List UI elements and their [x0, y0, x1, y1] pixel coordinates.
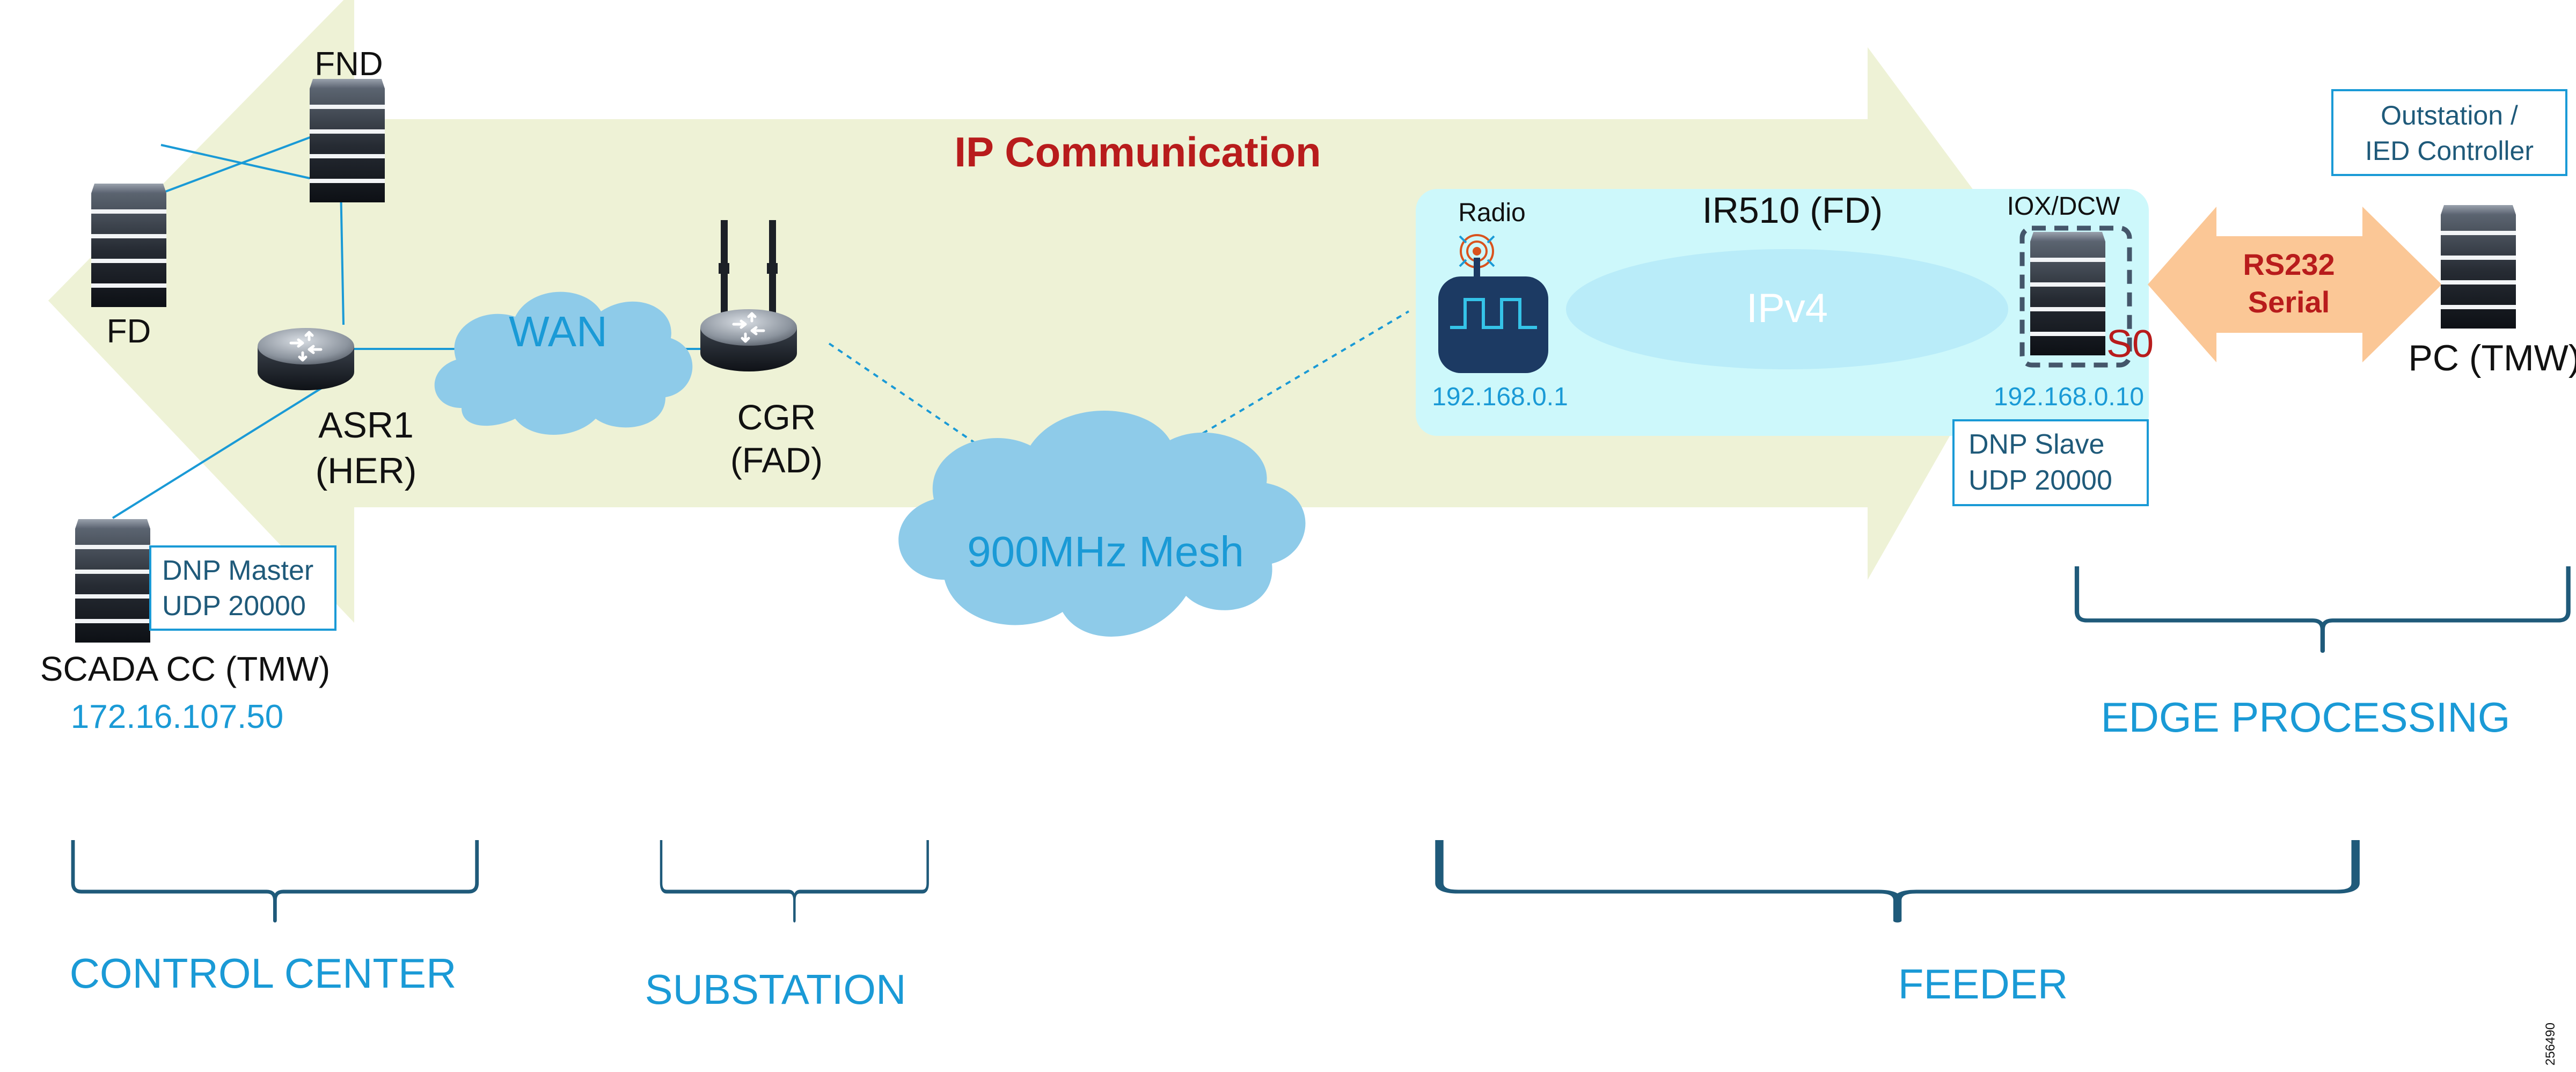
pc-server-icon: [2441, 205, 2516, 329]
ipv4-label: IPv4: [1746, 286, 1828, 331]
scada-server-icon: [75, 519, 150, 643]
section-edge-processing: EDGE PROCESSING: [2101, 694, 2511, 741]
banner-title: IP Communication: [954, 128, 1321, 176]
dnp-master-box: [149, 545, 336, 631]
dnp-slave-line1: DNP Slave: [1968, 429, 2104, 460]
wan-label: WAN: [509, 308, 608, 355]
asr1-router-icon: [258, 328, 354, 390]
serial-line1: RS232: [2243, 247, 2334, 281]
serial-line2: Serial: [2248, 285, 2330, 319]
fd-server-icon: [91, 184, 166, 307]
substation-brace: [661, 840, 928, 921]
radio-icon: [1438, 234, 1548, 373]
iox-dashed-frame: [2019, 225, 2132, 368]
radio-ip: 192.168.0.1: [1432, 383, 1568, 411]
radio-label: Radio: [1458, 199, 1525, 227]
iox-server-icon: [2030, 232, 2105, 355]
section-substation: SUBSTATION: [645, 966, 906, 1013]
dnp-slave-box: [1952, 419, 2149, 506]
ip-communication-arrow-body: [48, 0, 2039, 623]
mesh-label: 900MHz Mesh: [967, 528, 1244, 575]
wan-cloud: [434, 291, 693, 435]
scada-ip: 172.16.107.50: [71, 698, 284, 735]
control-center-brace: [73, 840, 477, 921]
iox-ip: 192.168.0.10: [1994, 383, 2144, 411]
scada-label: SCADA CC (TMW): [40, 650, 330, 688]
section-control-center: CONTROL CENTER: [70, 950, 457, 997]
port-s0: S0: [2106, 323, 2154, 366]
edge-processing-brace: [2077, 566, 2568, 651]
ir510-title: IR510 (FD): [1702, 190, 1883, 231]
rs232-serial-arrow: [2148, 207, 2442, 362]
asr-label-line2: (HER): [316, 450, 417, 491]
iox-label: IOX/DCW: [2007, 192, 2120, 221]
dnp-master-line1: DNP Master: [162, 555, 313, 586]
cgr-router-icon: [700, 220, 797, 371]
outstation-box: [2331, 89, 2567, 176]
outstation-line1: Outstation /: [2381, 100, 2518, 130]
feeder-brace: [1439, 840, 2355, 921]
fnd-label: FND: [314, 46, 383, 83]
outstation-line2: IED Controller: [2365, 136, 2534, 166]
ipv4-ellipse: [1566, 249, 2008, 369]
dnp-master-line2: UDP 20000: [162, 590, 306, 622]
section-feeder: FEEDER: [1898, 960, 2068, 1008]
fnd-server-icon: [310, 79, 385, 202]
mesh-cloud: [898, 411, 1306, 637]
asr-label-line1: ASR1: [318, 405, 414, 446]
dnp-slave-line2: UDP 20000: [1968, 465, 2112, 496]
cgr-label-line1: CGR: [737, 397, 816, 437]
pc-label: PC (TMW): [2408, 338, 2576, 378]
figure-id: 256490: [2543, 1023, 2558, 1066]
cgr-label-line2: (FAD): [730, 440, 823, 480]
fd-label: FD: [107, 313, 151, 350]
